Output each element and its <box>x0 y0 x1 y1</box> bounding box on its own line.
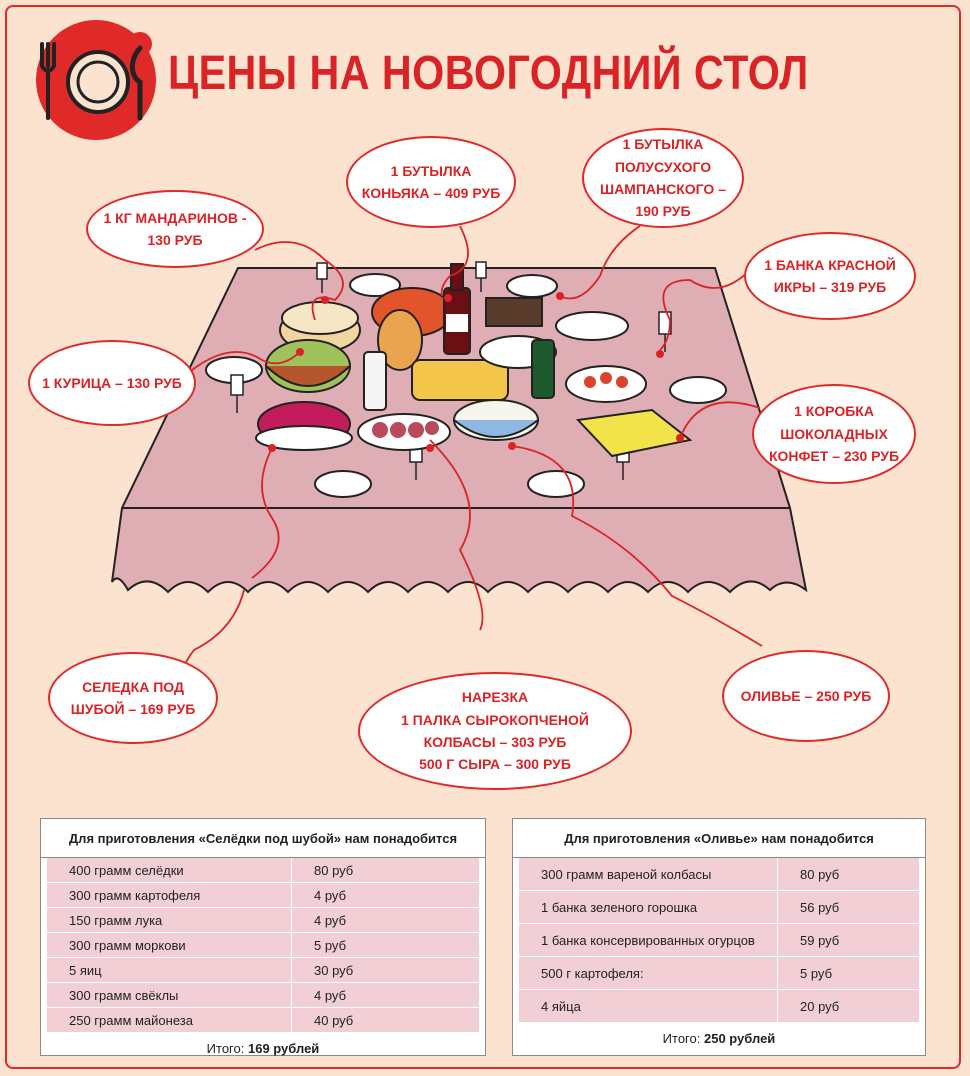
price-cell: 4 руб <box>314 987 347 1003</box>
price-cell: 59 руб <box>800 932 840 948</box>
page-frame <box>5 5 961 1069</box>
ingredient-cell: 5 яиц <box>47 958 292 982</box>
olivier-table-rows: 300 грамм вареной колбасы 80 руб 1 банка … <box>519 858 919 1023</box>
total-label: Итого: <box>662 1031 701 1046</box>
price-cell: 80 руб <box>314 862 354 878</box>
ingredient-cell: 1 банка зеленого горошка <box>519 891 778 923</box>
price-cell: 20 руб <box>800 998 840 1014</box>
table-row: 4 яйца 20 руб <box>519 990 919 1023</box>
table-row: 1 банка консервированных огурцов 59 руб <box>519 924 919 957</box>
total-value: 169 рублей <box>247 1041 320 1056</box>
table-row: 250 грамм майонеза 40 руб <box>47 1008 479 1033</box>
table-row: 300 грамм вареной колбасы 80 руб <box>519 858 919 891</box>
herring-ingredients-table: Для приготовления «Селёдки под шубой» на… <box>40 818 486 1056</box>
ingredient-cell: 300 грамм моркови <box>47 933 292 957</box>
price-cell: 56 руб <box>800 899 840 915</box>
price-cell: 40 руб <box>314 1012 354 1028</box>
price-cell: 30 руб <box>314 962 354 978</box>
ingredient-cell: 4 яйца <box>519 990 778 1022</box>
olivier-price-bubble: ОЛИВЬЕ – 250 РУБ <box>722 650 890 742</box>
table-row: 400 грамм селёдки 80 руб <box>47 858 479 883</box>
ingredient-cell: 300 грамм картофеля <box>47 883 292 907</box>
price-cell: 80 руб <box>800 866 840 882</box>
ingredient-cell: 400 грамм селёдки <box>47 858 292 882</box>
table-row: 1 банка зеленого горошка 56 руб <box>519 891 919 924</box>
herring-table-header: Для приготовления «Селёдки под шубой» на… <box>41 819 485 858</box>
olivier-ingredients-table: Для приготовления «Оливье» нам понадобит… <box>512 818 926 1056</box>
table-row: 500 г картофеля: 5 руб <box>519 957 919 990</box>
ingredient-cell: 1 банка консервированных огурцов <box>519 924 778 956</box>
price-cell: 4 руб <box>314 912 347 928</box>
total-label: Итого: <box>206 1041 245 1056</box>
herring-table-total: Итого: 169 рублей <box>41 1033 485 1056</box>
chicken-price-bubble: 1 КУРИЦА – 130 РУБ <box>28 340 196 426</box>
olivier-table-header: Для приготовления «Оливье» нам понадобит… <box>513 819 925 858</box>
table-row: 300 грамм картофеля 4 руб <box>47 883 479 908</box>
table-row: 300 грамм моркови 5 руб <box>47 933 479 958</box>
table-row: 300 грамм свёклы 4 руб <box>47 983 479 1008</box>
total-value: 250 рублей <box>703 1031 776 1046</box>
ingredient-cell: 150 грамм лука <box>47 908 292 932</box>
ingredient-cell: 500 г картофеля: <box>519 957 778 989</box>
page-title: ЦЕНЫ НА НОВОГОДНИЙ СТОЛ <box>168 47 809 100</box>
price-cell: 4 руб <box>314 887 347 903</box>
price-cell: 5 руб <box>800 965 833 981</box>
plate-cutlery-icon <box>36 20 156 140</box>
price-cell: 5 руб <box>314 937 347 953</box>
table-row: 5 яиц 30 руб <box>47 958 479 983</box>
ingredient-cell: 300 грамм вареной колбасы <box>519 858 778 890</box>
olivier-table-total: Итого: 250 рублей <box>513 1023 925 1046</box>
mandarins-price-bubble: 1 КГ МАНДАРИНОВ -130 РУБ <box>86 190 264 268</box>
table-row: 150 грамм лука 4 руб <box>47 908 479 933</box>
ingredient-cell: 250 грамм майонеза <box>47 1008 292 1032</box>
herring-table-rows: 400 грамм селёдки 80 руб 300 грамм картоф… <box>47 858 479 1033</box>
ingredient-cell: 300 грамм свёклы <box>47 983 292 1007</box>
